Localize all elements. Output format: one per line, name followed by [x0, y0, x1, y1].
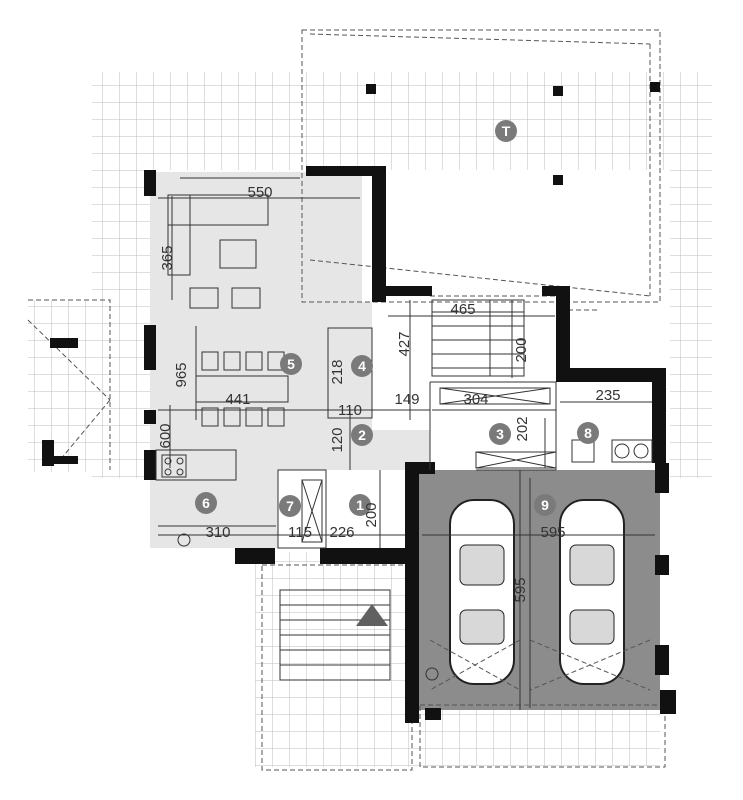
dim-600: 600: [157, 423, 174, 448]
dim-427: 427: [396, 331, 413, 356]
furniture: [155, 177, 439, 681]
room-label-8: 8: [584, 425, 592, 441]
room-label-1: 1: [356, 497, 364, 513]
dim-304: 304: [463, 391, 488, 408]
drain-icon: [425, 667, 439, 681]
plant-icon: [177, 533, 191, 547]
room-marker-3: 3: [489, 423, 511, 445]
dimension-lines: [158, 196, 655, 708]
dim-550: 550: [247, 184, 272, 201]
room-marker-8: 8: [577, 422, 599, 444]
car-right-icon: [559, 499, 625, 685]
dim-218: 218: [329, 359, 346, 384]
room-marker-2: 2: [351, 424, 373, 446]
partitions: [277, 327, 653, 710]
dim-120: 120: [329, 427, 346, 452]
room-marker-5: 5: [280, 353, 302, 375]
garage-door-lines: [429, 639, 651, 691]
dim-595-width: 595: [540, 524, 565, 541]
room-label-T: T: [502, 123, 511, 139]
room-label-4: 4: [358, 358, 366, 374]
room-marker-1: 1: [349, 494, 371, 516]
cooktop-icon: [161, 454, 187, 478]
dimension-labels: 550 365 465 427 200 965 218 110 149 441 …: [157, 184, 621, 603]
dim-465: 465: [450, 301, 475, 318]
room-label-3: 3: [496, 426, 504, 442]
dim-441: 441: [225, 391, 250, 408]
dim-365: 365: [159, 245, 176, 270]
room-label-5: 5: [287, 356, 295, 372]
dim-200-hall: 200: [363, 502, 380, 527]
dim-595-depth: 595: [512, 577, 529, 602]
room-marker-7: 7: [279, 495, 301, 517]
walls: [42, 82, 676, 723]
room-marker-4: 4: [351, 355, 373, 377]
car-left-icon: [449, 499, 515, 685]
entrance-stairs: [279, 589, 391, 681]
room-marker-9: 9: [534, 494, 556, 516]
room-label-9: 9: [541, 497, 549, 513]
room-marker-6: 6: [195, 492, 217, 514]
entrance-arrow-icon: [356, 604, 388, 626]
room-label-7: 7: [286, 498, 294, 514]
dim-202: 202: [514, 416, 531, 441]
dim-110: 110: [338, 402, 362, 419]
dim-235: 235: [595, 387, 620, 404]
room-label-2: 2: [358, 427, 366, 443]
dim-200-stairs: 200: [513, 337, 530, 362]
dim-965: 965: [173, 362, 190, 387]
dim-115: 115: [288, 524, 312, 541]
dim-226: 226: [329, 524, 354, 541]
room-marker-T: T: [495, 120, 517, 142]
dim-310: 310: [205, 524, 230, 541]
dim-149: 149: [394, 391, 419, 408]
stairs: [431, 299, 525, 377]
room-label-6: 6: [202, 495, 210, 511]
